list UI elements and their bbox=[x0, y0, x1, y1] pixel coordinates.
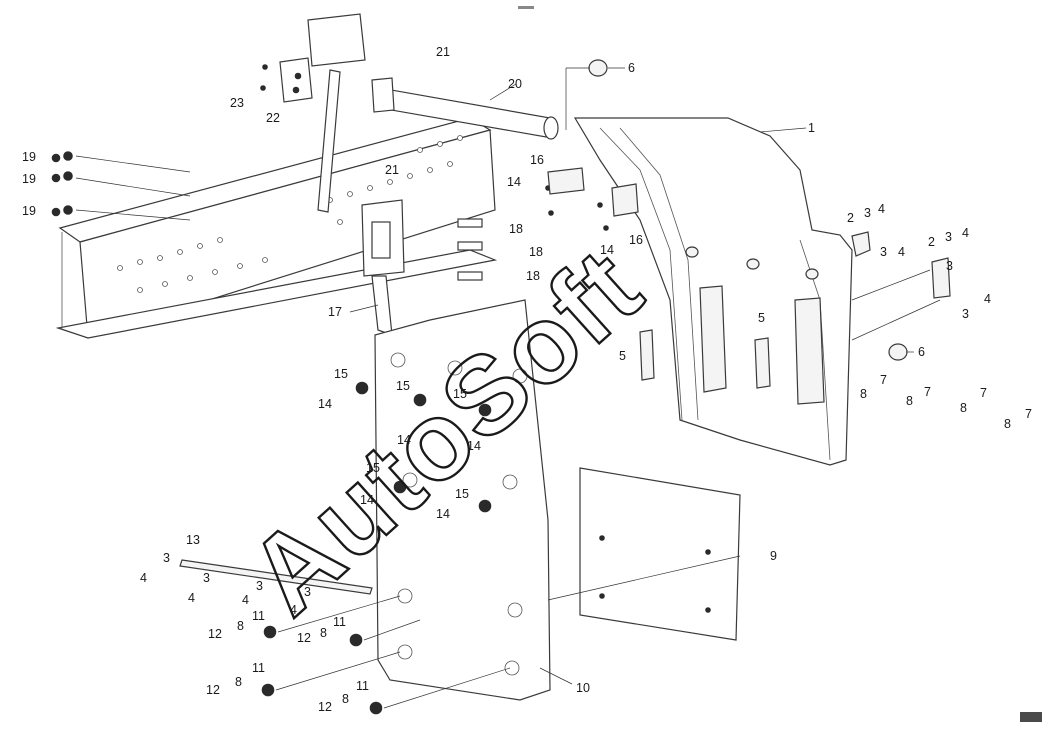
callout-8: 8 bbox=[906, 394, 913, 408]
callout-12: 12 bbox=[297, 631, 311, 645]
callout-3: 3 bbox=[203, 571, 210, 585]
callout-4: 4 bbox=[962, 226, 969, 240]
callout-23: 23 bbox=[230, 96, 244, 110]
callout-4: 4 bbox=[898, 245, 905, 259]
corner-mark bbox=[1020, 712, 1042, 722]
callout-2: 2 bbox=[847, 211, 854, 225]
callout-12: 12 bbox=[208, 627, 222, 641]
hinge-bracket bbox=[260, 13, 366, 103]
callout-19: 19 bbox=[22, 150, 36, 164]
callout-7: 7 bbox=[880, 373, 887, 387]
tube-support bbox=[317, 69, 559, 213]
callout-3: 3 bbox=[880, 245, 887, 259]
callout-18: 18 bbox=[529, 245, 543, 259]
retaining-strip bbox=[179, 559, 373, 595]
callout-4: 4 bbox=[290, 603, 297, 617]
callout-17: 17 bbox=[328, 305, 342, 319]
callout-8: 8 bbox=[320, 626, 327, 640]
callout-15: 15 bbox=[366, 461, 380, 475]
callout-6: 6 bbox=[918, 345, 925, 359]
callout-18: 18 bbox=[526, 269, 540, 283]
callout-12: 12 bbox=[318, 700, 332, 714]
callout-15: 15 bbox=[396, 379, 410, 393]
callout-3: 3 bbox=[945, 230, 952, 244]
callout-18: 18 bbox=[509, 222, 523, 236]
callout-8: 8 bbox=[342, 692, 349, 706]
mudguard-body bbox=[573, 117, 853, 466]
callout-4: 4 bbox=[984, 292, 991, 306]
callout-8: 8 bbox=[1004, 417, 1011, 431]
callout-3: 3 bbox=[304, 585, 311, 599]
callout-15: 15 bbox=[334, 367, 348, 381]
callout-7: 7 bbox=[980, 386, 987, 400]
callout-5: 5 bbox=[758, 311, 765, 325]
callout-11: 11 bbox=[252, 661, 265, 675]
callout-20: 20 bbox=[508, 77, 522, 91]
fasteners bbox=[51, 59, 951, 715]
main-bracket bbox=[361, 199, 405, 336]
callout-11: 11 bbox=[252, 609, 265, 623]
callout-8: 8 bbox=[860, 387, 867, 401]
callout-14: 14 bbox=[467, 439, 481, 453]
callout-21: 21 bbox=[436, 45, 450, 59]
callout-10: 10 bbox=[576, 681, 590, 695]
callout-labels: 1 2 3 4 2 3 4 3 4 3 4 3 5 5 6 6 7 7 7 7 … bbox=[22, 45, 1032, 714]
callout-4: 4 bbox=[140, 571, 147, 585]
callout-8: 8 bbox=[235, 675, 242, 689]
callout-8: 8 bbox=[960, 401, 967, 415]
callout-9: 9 bbox=[770, 549, 777, 563]
rubber-flap bbox=[579, 467, 741, 641]
callout-13: 13 bbox=[186, 533, 200, 547]
callout-14: 14 bbox=[318, 397, 332, 411]
callout-7: 7 bbox=[1025, 407, 1032, 421]
callout-3: 3 bbox=[864, 206, 871, 220]
callout-4: 4 bbox=[188, 591, 195, 605]
callout-11: 11 bbox=[333, 615, 346, 629]
callout-19: 19 bbox=[22, 172, 36, 186]
callout-14: 14 bbox=[397, 433, 411, 447]
callout-14: 14 bbox=[600, 243, 614, 257]
callout-6: 6 bbox=[628, 61, 635, 75]
leader-lines bbox=[75, 67, 941, 709]
callout-2: 2 bbox=[928, 235, 935, 249]
callout-3: 3 bbox=[163, 551, 170, 565]
callout-11: 11 bbox=[356, 679, 369, 693]
callout-15: 15 bbox=[453, 387, 467, 401]
callout-14: 14 bbox=[360, 493, 374, 507]
callout-4: 4 bbox=[242, 593, 249, 607]
callout-12: 12 bbox=[206, 683, 220, 697]
callout-1: 1 bbox=[808, 121, 815, 135]
callout-3: 3 bbox=[962, 307, 969, 321]
callout-3: 3 bbox=[946, 259, 953, 273]
callout-5: 5 bbox=[619, 349, 626, 363]
callout-14: 14 bbox=[507, 175, 521, 189]
top-mark bbox=[518, 6, 534, 9]
callout-8: 8 bbox=[237, 619, 244, 633]
callout-7: 7 bbox=[924, 385, 931, 399]
frame-rail bbox=[55, 117, 498, 339]
callout-21: 21 bbox=[385, 163, 399, 177]
callout-15: 15 bbox=[455, 487, 469, 501]
callout-19: 19 bbox=[22, 204, 36, 218]
callout-16: 16 bbox=[530, 153, 544, 167]
callout-16: 16 bbox=[629, 233, 643, 247]
callout-22: 22 bbox=[266, 111, 280, 125]
callout-14: 14 bbox=[436, 507, 450, 521]
callout-4: 4 bbox=[878, 202, 885, 216]
callout-3: 3 bbox=[256, 579, 263, 593]
